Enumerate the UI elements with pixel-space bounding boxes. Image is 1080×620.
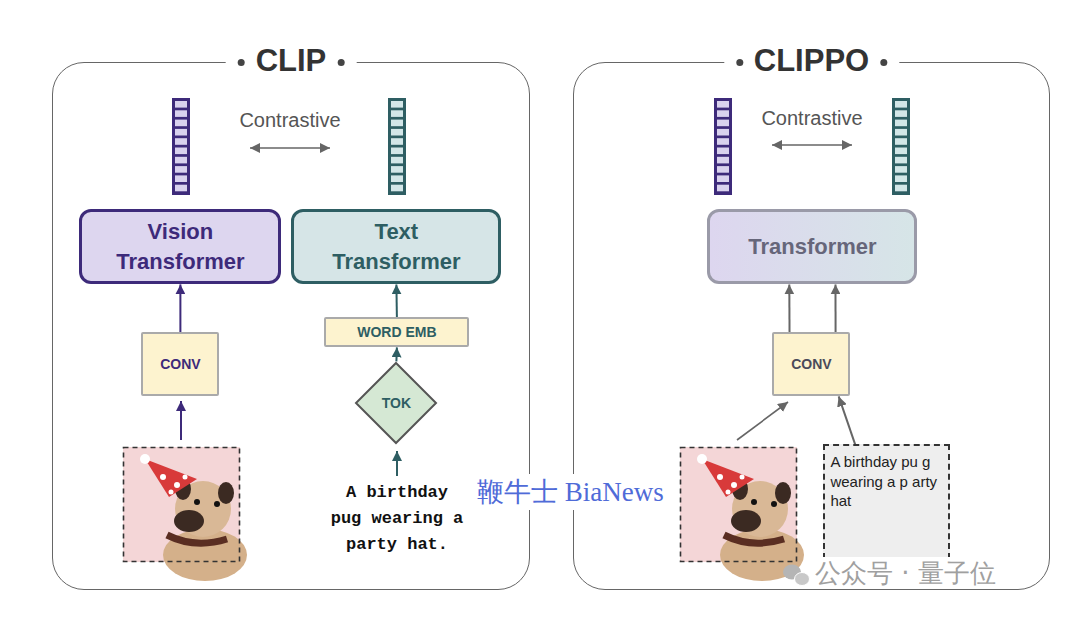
art-part [895,138,907,145]
art-part [895,157,907,164]
art-part [175,138,187,145]
art-part [391,185,403,192]
art-part [391,138,403,145]
art-part [391,101,403,108]
watermark: 公众号 · 量子位 [812,557,999,589]
art-part [895,148,907,155]
art-part [714,98,732,195]
embedding-vectors [172,98,910,195]
art-part [717,101,729,108]
loss-label: Contrastive [744,106,880,130]
pug-photo [123,447,804,581]
art-part [388,98,406,195]
contrastive-arrows [250,145,852,148]
node-label: CONV [791,356,831,373]
art-part [250,147,330,149]
art-part [180,401,182,440]
art-part [895,185,907,192]
art-part [717,185,729,192]
art-part [391,166,403,173]
art-part [892,98,910,195]
art-part [175,166,187,173]
wechat-icon [783,565,810,586]
node-label: WORD EMB [357,324,436,341]
art-part [175,101,187,108]
flow-arrow [395,347,398,361]
tokenizer-diamond: TOK [354,361,438,445]
model-panel: CLIPPOTransformerCONVA birthday pu g wea… [573,62,1050,590]
art-part [391,157,403,164]
art-part [717,157,729,164]
diamond-shape [356,363,436,443]
art-part [717,120,729,127]
art-part [391,148,403,155]
encoder-box: Vision Transformer [79,209,281,284]
art-part [175,157,187,164]
art-part [717,129,729,136]
node-label: TOK [382,395,411,412]
rendered-text-image: A birthday pu g wearing a p arty hat [823,444,950,559]
art-part [175,175,187,182]
embedding-bar [892,98,910,195]
flow-arrow [788,284,790,332]
art-part [172,98,190,195]
art-part [895,166,907,173]
input-arrows [181,401,788,476]
art-part [391,175,403,182]
art-part [175,120,187,127]
loss-label: Contrastive [222,108,358,132]
embedding-box: WORD EMB [324,317,469,347]
art-part [895,110,907,117]
embedding-bar [172,98,190,195]
art-part [175,148,187,155]
panel-title: CLIPPO [724,42,899,79]
art-part [680,447,804,581]
node-label: Vision Transformer [95,217,265,276]
art-part [391,110,403,117]
art-part [391,120,403,127]
flow-arrow [839,396,855,444]
node-label: Text Transformer [311,217,481,276]
art-part [175,185,187,192]
art-part [717,138,729,145]
watermark: 鞭牛士 BiaNews [474,474,667,510]
node-label: CONV [160,356,200,373]
node-label: Transformer [748,232,876,262]
caption-text: A birthday pug wearing a party hat. [327,480,467,558]
art-part [895,129,907,136]
art-part [737,402,788,440]
flow-arrow [395,284,398,317]
art-part [895,101,907,108]
embedding-bar [714,98,732,195]
art-part [895,120,907,127]
panel-title: CLIP [226,42,357,79]
art-part [772,144,852,146]
flow-arrow [179,284,181,332]
art-part [717,166,729,173]
node-label: A birthday pu g wearing a p arty hat [830,452,943,511]
art-part [717,148,729,155]
art-part [175,129,187,136]
art-part [895,175,907,182]
conv-box: CONV [772,332,850,396]
encoder-box: Transformer [707,209,917,284]
connector-group [180,284,855,444]
embedding-bar [388,98,406,195]
art-part [391,129,403,136]
art-part [717,175,729,182]
art-part [396,451,398,476]
conv-box: CONV [141,332,219,396]
encoder-box: Text Transformer [291,209,501,284]
art-part [175,110,187,117]
art-part [717,110,729,117]
flow-arrow [834,284,836,332]
art-part [795,573,810,586]
art-part [123,447,247,581]
